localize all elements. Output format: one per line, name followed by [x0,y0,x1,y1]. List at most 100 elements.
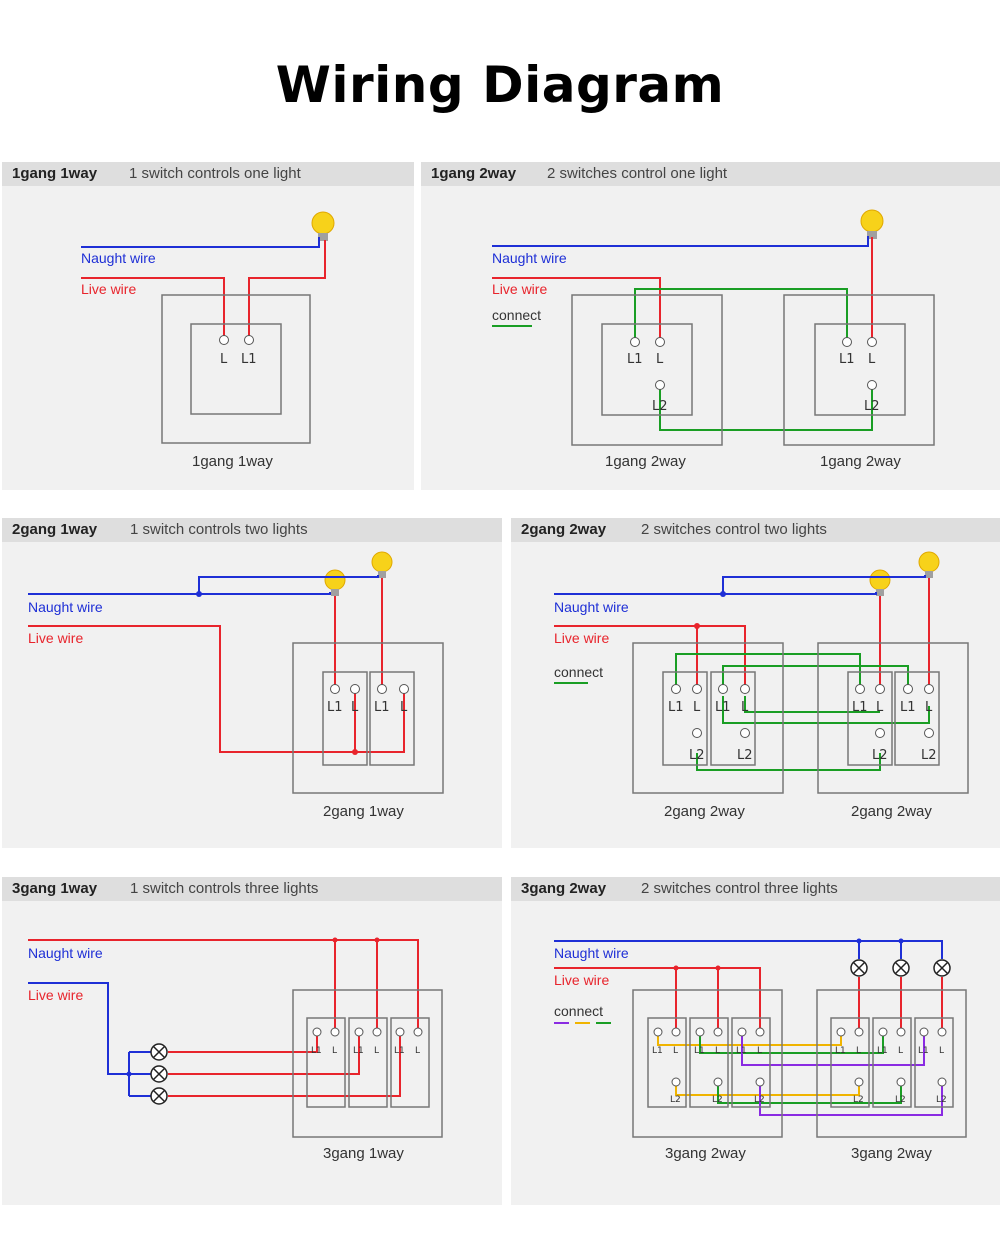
live-wire-label: Live wire [554,972,609,988]
terminal-label: L1 [839,352,855,367]
terminal-label: L1 [374,700,390,715]
live-wire [676,967,719,1029]
terminal [842,337,852,347]
connect-wire-purple [759,1082,943,1116]
live-wire [554,625,746,690]
lamp-icon [850,959,868,977]
wiring-diagram-3gang-1way: Naught wire Live wire L1 L L1 L L1 L [28,937,443,1162]
live-wire-label: Live wire [554,630,609,646]
junction [898,938,904,944]
switch-frame [292,642,444,794]
panel-3gang-1way: 3gang 1way 1 switch controls three light… [2,877,502,1205]
lamp-wire [168,1029,360,1075]
naught-wire [554,940,943,959]
wiring-diagram-1gang-2way: Naught wire Live wire connect L1 L L2 L1… [492,209,935,470]
terminal-label: L [898,1046,903,1056]
panel-2gang-1way: 2gang 1way 1 switch controls two lights … [2,518,502,848]
switch-frame [632,642,784,794]
terminal-label: L1 [627,352,643,367]
switch-frame [783,294,935,446]
junction [352,749,358,755]
terminal [867,380,877,390]
switch-frame [817,642,969,794]
switch-caption: 2gang 2way [851,803,932,820]
terminal [740,728,750,738]
terminal-label: L1 [652,1046,663,1056]
terminal [836,1027,846,1037]
terminal [878,1027,888,1037]
switch-module [601,323,693,416]
junction [720,591,726,597]
terminal-label: L1 [668,700,684,715]
terminal-label: L2 [872,748,888,763]
switch-module [689,1017,729,1108]
panel-3gang-2way: 3gang 2way 2 switches control three ligh… [511,877,1000,1205]
terminal [655,337,665,347]
connect-wire [722,665,909,690]
connect-label: connect [492,307,541,323]
switch-module [914,1017,954,1108]
switch-module [830,1017,870,1108]
panel-title: 3gang 2way [521,880,607,897]
naught-branch [198,575,379,594]
switch-module [731,1017,771,1108]
wiring-diagram-3gang-2way: Naught wire Live wire connect [554,938,967,1162]
terminal [330,1027,340,1037]
switch-module [322,671,368,766]
panel-description: 1 switch controls one light [129,165,301,182]
switch-caption: 2gang 2way [664,803,745,820]
live-wire-label: Live wire [492,281,547,297]
connect-wire-purple [741,1036,925,1066]
naught-wire [28,592,331,595]
switch-caption: 3gang 2way [665,1145,746,1162]
naught-wire-label: Naught wire [554,945,629,961]
terminal [692,728,702,738]
panel-header: 3gang 1way 1 switch controls three light… [2,877,502,901]
wiring-diagram-1gang-1way: Naught wire Live wire L L1 1gang 1way [81,211,335,470]
panel-header: 1gang 1way 1 switch controls one light [2,162,414,186]
connect-wire-l1 [634,288,848,338]
terminal-label: L [351,700,359,715]
naught-wire [28,982,129,1075]
terminal [937,1077,947,1087]
terminal [896,1077,906,1087]
connect-wire-yellow [675,1082,860,1096]
terminal-label: L1 [715,700,731,715]
connect-wire-green [717,1082,902,1104]
junction [126,1071,132,1077]
terminal [755,1027,765,1037]
terminal-label: L1 [900,700,916,715]
connect-wire [722,696,930,724]
terminal [630,337,640,347]
terminal [413,1027,423,1037]
naught-wire-label: Naught wire [492,250,567,266]
terminal [671,684,681,694]
panel-description: 2 switches control three lights [641,880,838,897]
terminal [924,684,934,694]
switch-module [872,1017,912,1108]
switch-frame [816,989,967,1138]
terminal-label: L2 [921,748,937,763]
terminal [354,1027,364,1037]
connect-wire [696,753,881,771]
switch-module [390,1017,430,1108]
bulb-icon [860,209,884,239]
page-title: Wiring Diagram [275,56,725,114]
live-wire-label: Live wire [28,630,83,646]
panel-header: 3gang 2way 2 switches control three ligh… [511,877,1000,901]
switch-caption: 1gang 2way [605,453,686,470]
terminal-label: L [925,700,933,715]
live-wire [718,967,761,1029]
terminal [244,335,254,345]
panel-title: 2gang 1way [12,521,98,538]
terminal-label: L2 [754,1095,765,1105]
terminal-label: L [220,352,228,367]
lamp-icon [933,959,951,977]
terminal [671,1027,681,1037]
terminal [399,684,409,694]
terminal-label: L [656,352,664,367]
terminal [896,1027,906,1037]
lamp-icon [892,959,910,977]
panel-description: 1 switch controls two lights [130,521,308,538]
lamp-wire [248,240,326,336]
